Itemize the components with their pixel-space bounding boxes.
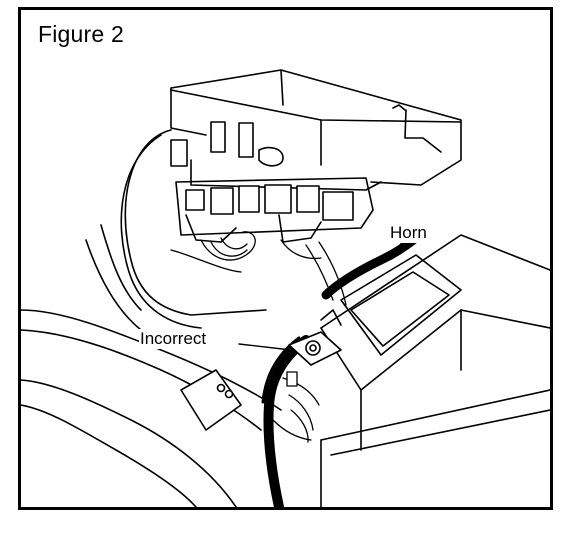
- callout-incorrect: Incorrect: [139, 329, 208, 349]
- mount-bracket: [180, 369, 242, 431]
- incorrect-leader-line: [238, 343, 292, 351]
- ground-terminal: [288, 309, 342, 366]
- connector-bank: [175, 177, 374, 243]
- incorrect-wire: [263, 335, 311, 507]
- figure-title: Figure 2: [38, 21, 124, 47]
- battery-bracket: [320, 234, 550, 507]
- engine-bay-illustration: [21, 69, 550, 507]
- horn-wire: [321, 233, 421, 300]
- wire-bundle: [170, 231, 347, 306]
- fuse-box: [170, 69, 462, 191]
- callout-horn: Horn: [389, 223, 428, 243]
- lower-harness: [272, 371, 320, 443]
- figure-frame: Figure 2: [18, 7, 553, 510]
